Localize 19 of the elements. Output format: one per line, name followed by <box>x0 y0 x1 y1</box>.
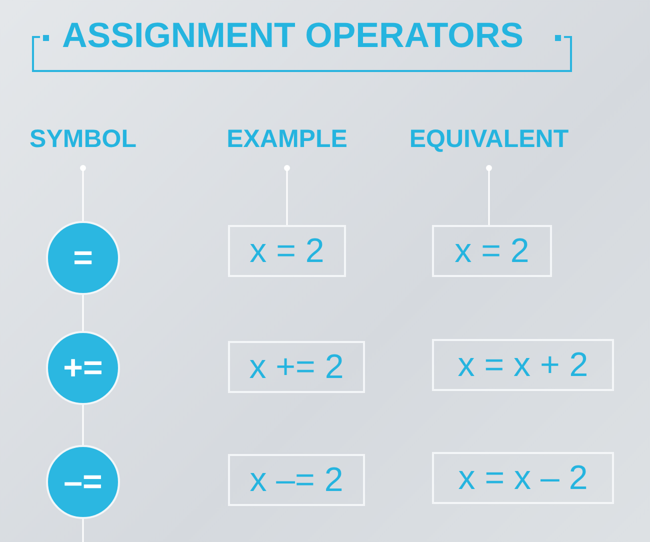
connector-line <box>486 165 492 225</box>
column-header: EQUIVALENT <box>398 125 580 168</box>
operator-circle: = <box>46 221 120 295</box>
operator-circle: += <box>46 331 120 405</box>
connector-line <box>82 519 84 542</box>
connector-line <box>284 165 290 225</box>
column-header: EXAMPLE <box>217 125 357 168</box>
expression-box: x –= 2 <box>228 454 365 506</box>
title: ASSIGNMENT OPERATORS <box>62 16 524 56</box>
connector-line <box>82 405 84 445</box>
expression-box: x = x + 2 <box>432 339 614 391</box>
connector-line <box>82 295 84 331</box>
expression-box: x += 2 <box>228 341 365 393</box>
expression-box: x = x – 2 <box>432 452 614 504</box>
expression-box: x = 2 <box>228 225 346 277</box>
expression-box: x = 2 <box>432 225 552 277</box>
operator-circle: –= <box>46 445 120 519</box>
column-header: SYMBOL <box>20 125 146 168</box>
connector-line <box>80 165 86 221</box>
